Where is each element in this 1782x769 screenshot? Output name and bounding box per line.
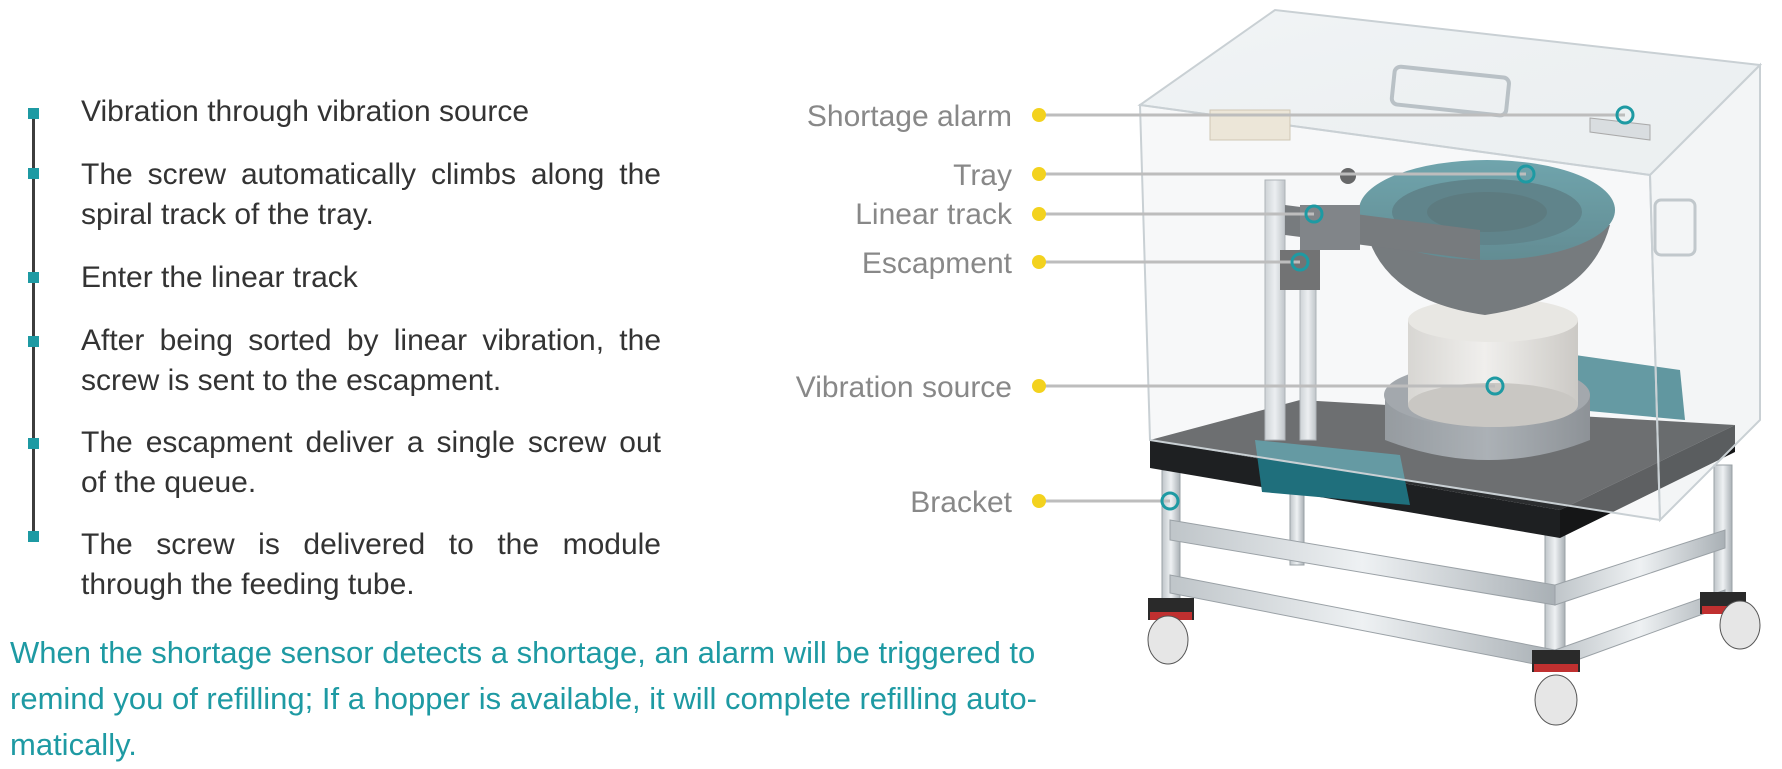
callout-bracket: Bracket [910, 486, 1180, 519]
label-vibration-source: Vibration source [796, 371, 1012, 404]
step-4-text: After being sorted by linear vibration, … [81, 324, 661, 397]
step-marker [28, 168, 39, 179]
process-steps: Vibration through vibration source The s… [0, 0, 700, 601]
step-5-text: The escapment deliver a single screw out… [81, 426, 661, 499]
caster-wheel [1147, 598, 1194, 665]
label-bracket: Bracket [910, 486, 1012, 519]
step-6-text: The screw is delivered to the module thr… [81, 528, 661, 601]
label-tray: Tray [953, 159, 1012, 192]
caster-wheel [1700, 592, 1761, 650]
callout-shortage-alarm: Shortage alarm [807, 100, 1635, 133]
callout-linear-track: Linear track [855, 198, 1324, 231]
target-ring [1160, 491, 1180, 511]
callout-vibration-source: Vibration source [796, 371, 1505, 404]
label-shortage-alarm: Shortage alarm [807, 100, 1012, 133]
target-ring [1485, 376, 1505, 396]
callout-tray: Tray [953, 159, 1536, 192]
label-linear-track: Linear track [855, 198, 1013, 231]
caster-wheel [1532, 650, 1580, 726]
step-3-text: Enter the linear track [81, 261, 358, 294]
timeline-rail [32, 112, 35, 542]
target-ring [1615, 105, 1635, 125]
step-marker [28, 438, 39, 449]
step-2-text: The screw automatically climbs along the… [81, 158, 661, 231]
step-marker [28, 531, 39, 542]
step-marker [28, 108, 39, 119]
step-marker [28, 272, 39, 283]
step-1-text: Vibration through vibration source [81, 95, 530, 128]
callout-escapment: Escapment [862, 247, 1310, 280]
target-ring [1304, 204, 1324, 224]
step-marker [28, 336, 39, 347]
label-escapment: Escapment [862, 247, 1013, 280]
target-ring [1290, 252, 1310, 272]
target-ring [1516, 164, 1536, 184]
acrylic-cover [1137, 8, 1763, 523]
feeder-machine-illustration [1137, 8, 1763, 726]
shortage-note: When the shortage sensor detects a short… [10, 635, 1037, 762]
